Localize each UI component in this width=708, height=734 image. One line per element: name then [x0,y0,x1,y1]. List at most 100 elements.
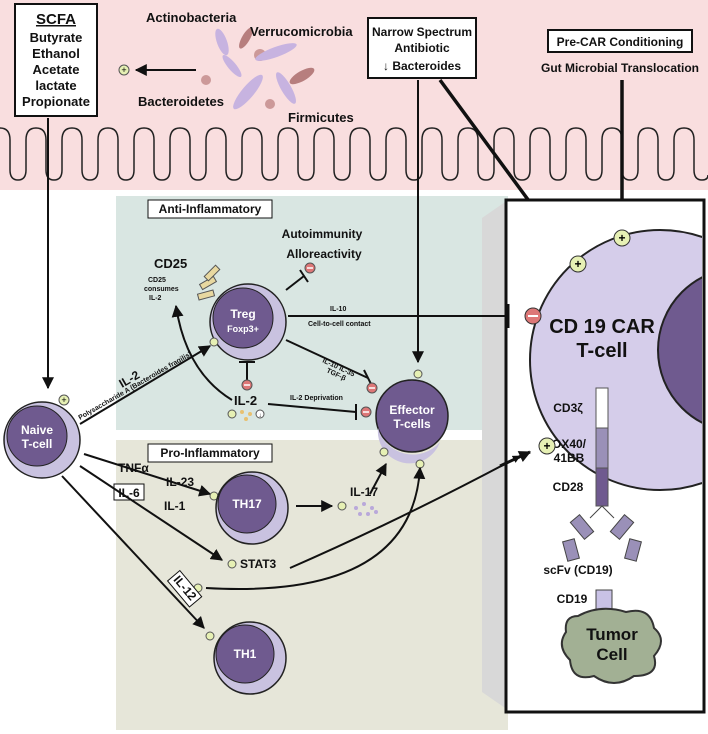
il12-box [166,569,203,608]
naive-label-line1: Naive [21,423,53,437]
cell-contact-label: Cell-to-cell contact [308,321,371,328]
precar-box [547,29,693,53]
cd25-receptors [196,264,221,301]
tnfa-label: TNFα [118,461,149,475]
antibiotic-line1: Narrow Spectrum [372,25,472,39]
precar-subtitle: Gut Microbial Translocation [541,61,699,75]
minus-icon [524,307,542,325]
th17-label: TH17 [232,497,262,511]
scfa-item-lactate: lactate [35,78,76,93]
cd25-label: CD25 [154,256,187,271]
arrow-il12-to-effector [205,466,426,590]
svg-text:+: + [574,257,581,271]
plus-icon [227,559,237,569]
effector-label-line1: Effector [389,403,435,417]
il2-particles [240,410,252,421]
naive-t-cell-nucleus [6,405,68,467]
scfa-title: SCFA [36,11,76,28]
plus-icon [415,459,425,469]
car-t-cell-nucleus [657,276,702,424]
bacteria-label-firmicutes: Firmicutes [288,110,354,125]
effector-label-line2: T-cells [393,417,431,431]
scfa-box [14,3,98,117]
plus-icon [227,409,237,419]
alloreactivity-label: Alloreactivity [286,247,362,261]
antibiotic-box [367,17,477,79]
scfa-item-acetate: Acetate [33,62,80,77]
antibiotic-line3: ↓ Bacteroides [383,59,461,73]
inhibit-bar [299,269,309,283]
scfa-item-butyrate: Butyrate [30,30,83,45]
foxp3-label: Foxp3+ [227,324,259,334]
pro-inflammatory-title-box [147,443,273,463]
minus-icon [241,379,253,391]
il6-label: IL-6 [118,486,140,500]
arrow-stat3-to-car [289,455,521,569]
antibiotic-line2: Antibiotic [394,41,450,55]
cd25-note-line3: IL-2 [149,295,162,302]
plus-icon [413,369,423,379]
car-zoom-shadow [482,200,508,710]
cd19-label: CD19 [557,592,588,606]
th1-label: TH1 [234,647,257,661]
il1-label: IL-1 [164,499,186,513]
tumor-label-line2: Cell [596,645,627,664]
down-icon: ↓ [255,409,265,419]
il6-box [113,483,145,501]
effector-crescent [377,428,440,464]
plus-icon [337,501,347,511]
svg-text:+: + [618,231,625,245]
bacteria-label-verrucomicrobia: Verrucomicrobia [250,24,353,39]
minus-icon [366,382,378,394]
treg-cell-nucleus [212,287,274,349]
bacteria-label-actinobacteria: Actinobacteria [146,10,237,25]
bacteria-cluster [201,27,315,110]
svg-text:+: + [121,65,126,75]
cd3z-label: CD3ζ [553,401,583,415]
plus-icon [209,337,219,347]
plus-icon: + [58,394,70,406]
car-t-cell-body [529,229,702,491]
effector-t-cells [375,379,449,453]
tumor-label-line1: Tumor [586,625,638,644]
arrow-naive-to-th1 [61,475,205,629]
pro-inflammatory-title: Pro-Inflammatory [160,446,260,460]
stat3-label: STAT3 [240,557,277,571]
svg-text:+: + [61,395,66,405]
bacteria-label-bacteroidetes: Bacteroidetes [138,94,224,109]
anti-inflammatory-title: Anti-Inflammatory [159,202,262,216]
plus-icon [379,447,389,457]
arrow-stat3-to-car-head [499,450,532,468]
intestinal-villi [0,127,708,181]
il17-label: IL-17 [350,485,378,499]
arrow-il2-to-cd25 [171,304,233,401]
treg-label: Treg [230,307,255,321]
car-title-line1: CD 19 CAR [549,316,655,338]
cd3z-domain [595,387,609,429]
minus-icon [360,406,372,418]
naive-label-line2: T-cell [22,437,53,451]
inhibit-treg-effector [285,339,369,379]
th1-cell-nucleus [215,624,275,684]
il17-particles [354,502,378,516]
scfa-item-ethanol: Ethanol [32,46,80,61]
anti-inflammatory-title-box [147,199,273,219]
inhibit-il2-deprivation [267,403,357,413]
plus-icon: + [118,64,130,76]
cd25-note-line1: CD25 [148,277,166,284]
scfv-domain [562,505,642,562]
arrow-il17-to-effector [369,462,387,495]
scfv-label: scFv (CD19) [543,563,612,577]
ox40-label-line1: OX40/ [552,437,587,451]
il2-deprivation-label: IL-2 Deprivation [290,395,343,402]
il23-label: IL-23 [166,475,194,489]
cd28-domain [595,467,609,507]
minus-icon [304,262,316,274]
plus-icon [205,631,215,641]
scfa-item-propionate: Propionate [22,94,90,109]
il10-top-label: IL-10 [330,306,346,313]
il2-label: IL-2 [234,393,257,408]
cd25-note-line2: consumes [144,286,179,293]
tumor-cell [560,607,662,684]
